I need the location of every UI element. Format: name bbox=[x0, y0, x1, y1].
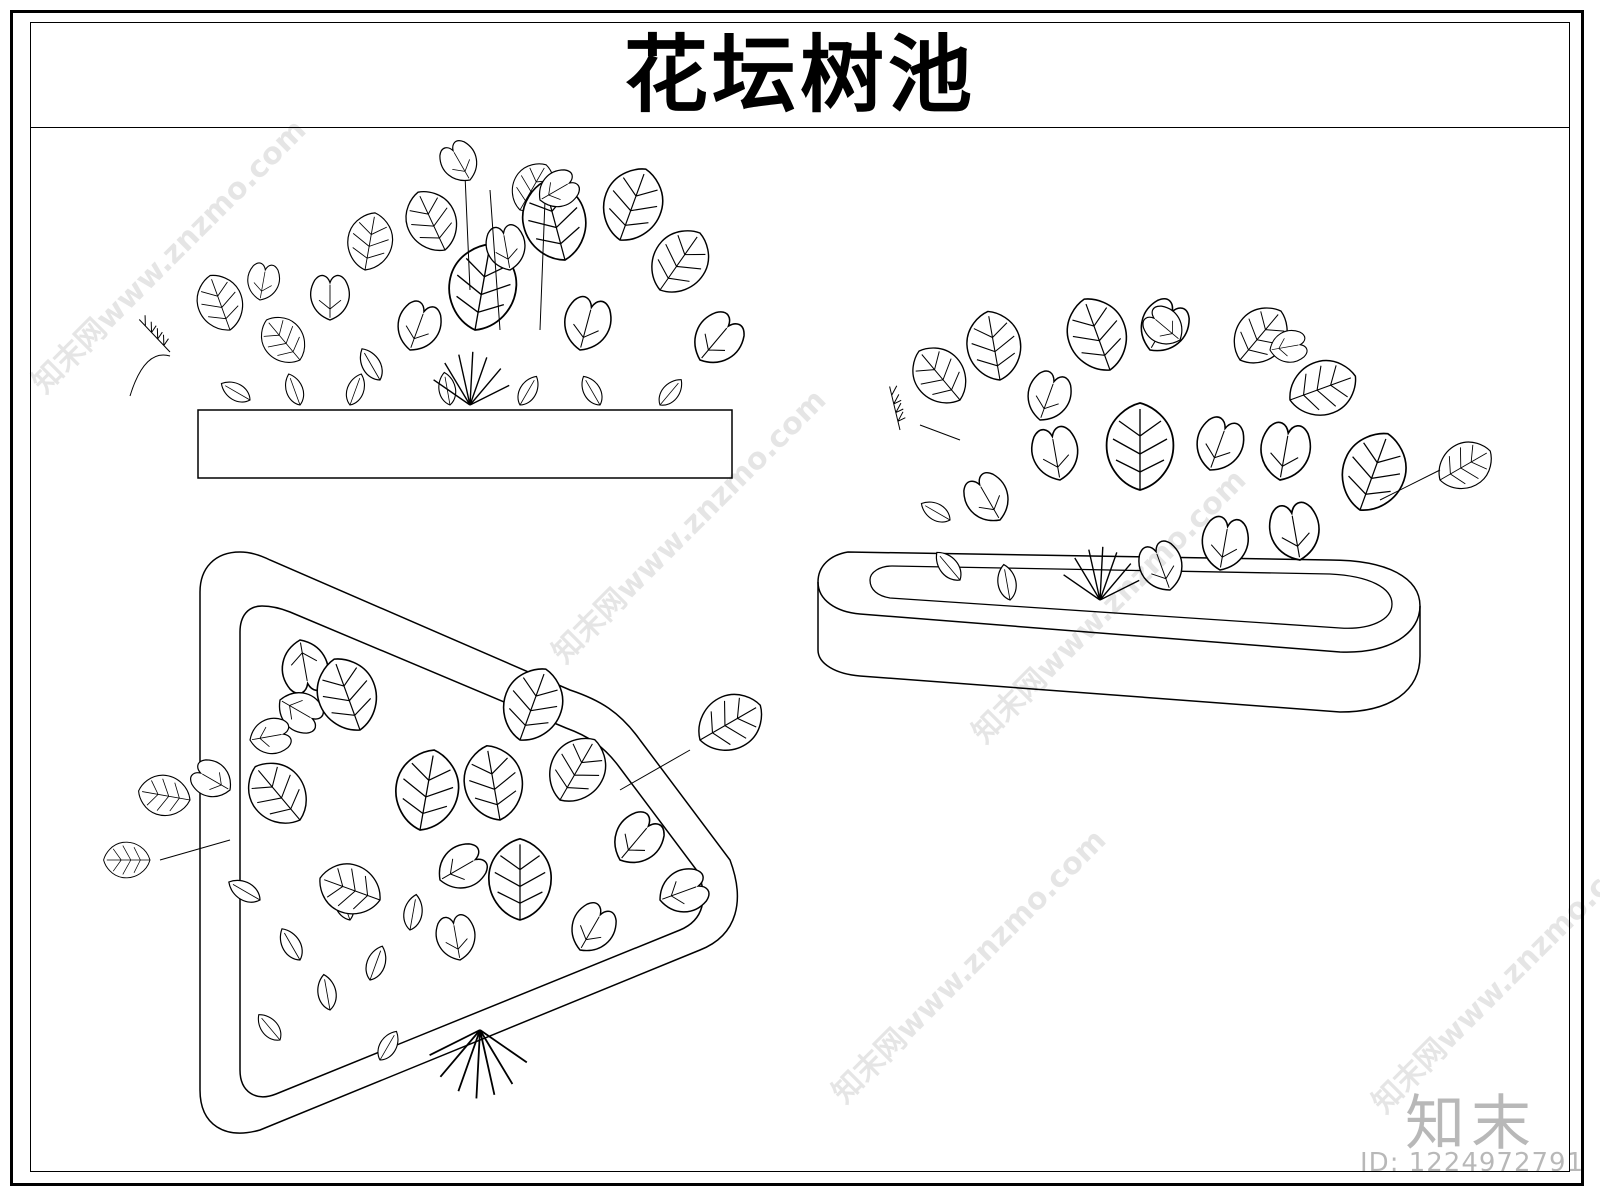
watermark-logo: 知末 bbox=[1405, 1089, 1537, 1159]
title-bar: 花坛树池 bbox=[30, 22, 1570, 128]
image-id-label: ID: 1224972791 bbox=[1360, 1148, 1585, 1178]
inner-border bbox=[30, 22, 1570, 1172]
perspective-planter bbox=[817, 288, 1502, 713]
elevation-foliage bbox=[129, 135, 753, 411]
plan-foliage bbox=[103, 635, 775, 1100]
elevation-planter bbox=[129, 135, 753, 479]
outer-border bbox=[10, 10, 1584, 1186]
plan-planter bbox=[103, 551, 775, 1134]
perspective-foliage bbox=[873, 288, 1502, 603]
page-title: 花坛树池 bbox=[623, 24, 976, 124]
